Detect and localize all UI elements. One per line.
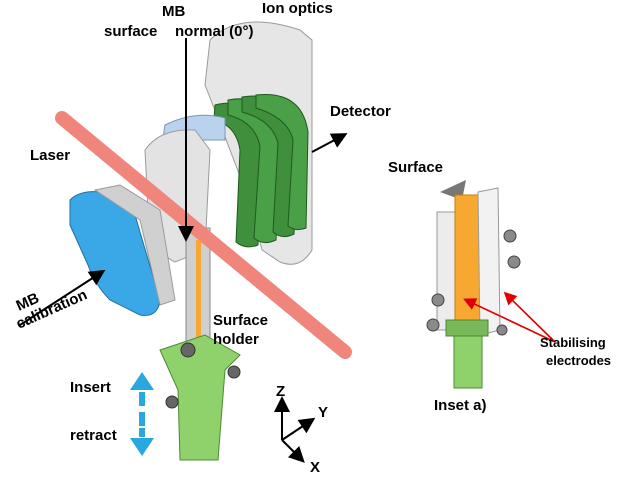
inset-front-plate (478, 188, 500, 335)
insert-retract-arrow (130, 372, 154, 456)
ion-optic-rings (214, 94, 308, 246)
inset-holder-block (454, 330, 482, 388)
label-surface-holder-2: holder (213, 332, 259, 347)
label-axis-z: Z (276, 384, 285, 399)
inset-screw (432, 294, 444, 306)
inset-screw (427, 319, 439, 331)
label-surface: surface (104, 24, 157, 39)
inset-drawing (427, 180, 520, 388)
holder-screw (166, 396, 178, 408)
inset-screw (504, 230, 516, 242)
detector-arrow (312, 135, 344, 152)
axes-triad (282, 400, 312, 460)
label-mb: MB (162, 4, 185, 19)
label-ion-optics: Ion optics (262, 1, 333, 16)
label-surface-holder-1: Surface (213, 313, 268, 328)
label-axis-y: Y (318, 405, 328, 420)
inset-screw (508, 256, 520, 268)
label-inset-surface: Surface (388, 160, 443, 175)
label-axis-x: X (310, 460, 320, 475)
label-laser: Laser (30, 148, 70, 163)
label-stabilising: Stabilising (540, 336, 606, 349)
inset-holder-top (446, 320, 488, 336)
label-retract: retract (70, 428, 117, 443)
label-inset-a: Inset a) (434, 398, 487, 413)
label-insert: Insert (70, 380, 111, 395)
holder-screw (228, 366, 240, 378)
label-normal: normal (0°) (175, 24, 254, 39)
holder-screw (181, 343, 195, 357)
label-detector: Detector (330, 104, 391, 119)
label-electrodes: electrodes (546, 354, 611, 367)
inset-screw (497, 325, 507, 335)
